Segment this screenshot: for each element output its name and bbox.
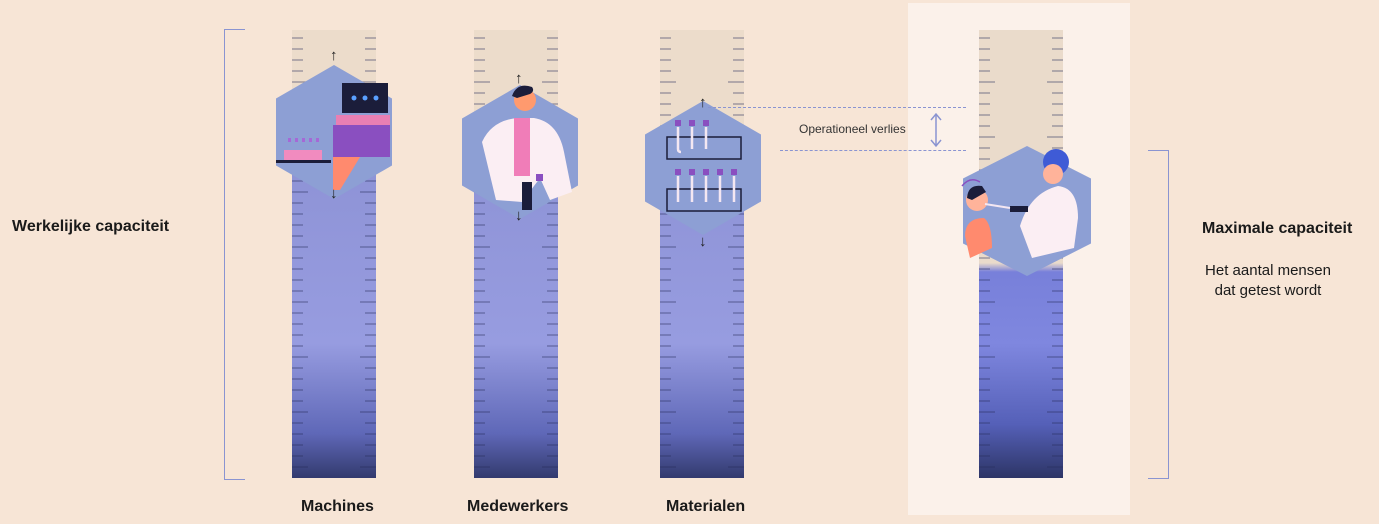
up-arrow-icon: ↑ <box>515 70 523 87</box>
up-arrow-icon: ↑ <box>699 94 707 111</box>
lab-machine-icon <box>276 83 390 190</box>
column-label: Medewerkers <box>467 498 569 515</box>
maximum-capacity-bracket <box>1148 150 1169 479</box>
column-label: Machines <box>301 498 374 515</box>
maximum-capacity-description: Het aantal mensen dat getest wordt <box>1198 261 1338 301</box>
description-line-2: dat getest wordt <box>1214 282 1322 299</box>
down-arrow-icon: ↓ <box>699 233 707 250</box>
lower-dashed-line <box>780 150 966 151</box>
double-arrow-icon <box>930 112 942 148</box>
nasal-swab-test-icon <box>961 149 1078 258</box>
lab-worker-icon <box>482 85 572 210</box>
description-line-1: Het aantal mensen <box>1205 262 1331 279</box>
actual-capacity-bracket <box>224 29 245 480</box>
tick-marks <box>728 37 744 468</box>
tick-marks <box>660 37 676 468</box>
down-arrow-icon: ↓ <box>330 185 338 202</box>
tick-marks <box>360 37 376 468</box>
operational-loss-label: Operationeel verlies <box>799 122 906 136</box>
test-tubes-icon <box>666 120 742 212</box>
upper-dashed-line <box>708 107 966 108</box>
down-arrow-icon: ↓ <box>515 207 523 224</box>
maximum-capacity-label: Maximale capaciteit <box>1202 220 1353 237</box>
up-arrow-icon: ↑ <box>330 47 338 64</box>
actual-capacity-label: Werkelijke capaciteit <box>12 218 170 235</box>
tick-marks <box>474 37 490 468</box>
column-label: Materialen <box>666 498 746 515</box>
